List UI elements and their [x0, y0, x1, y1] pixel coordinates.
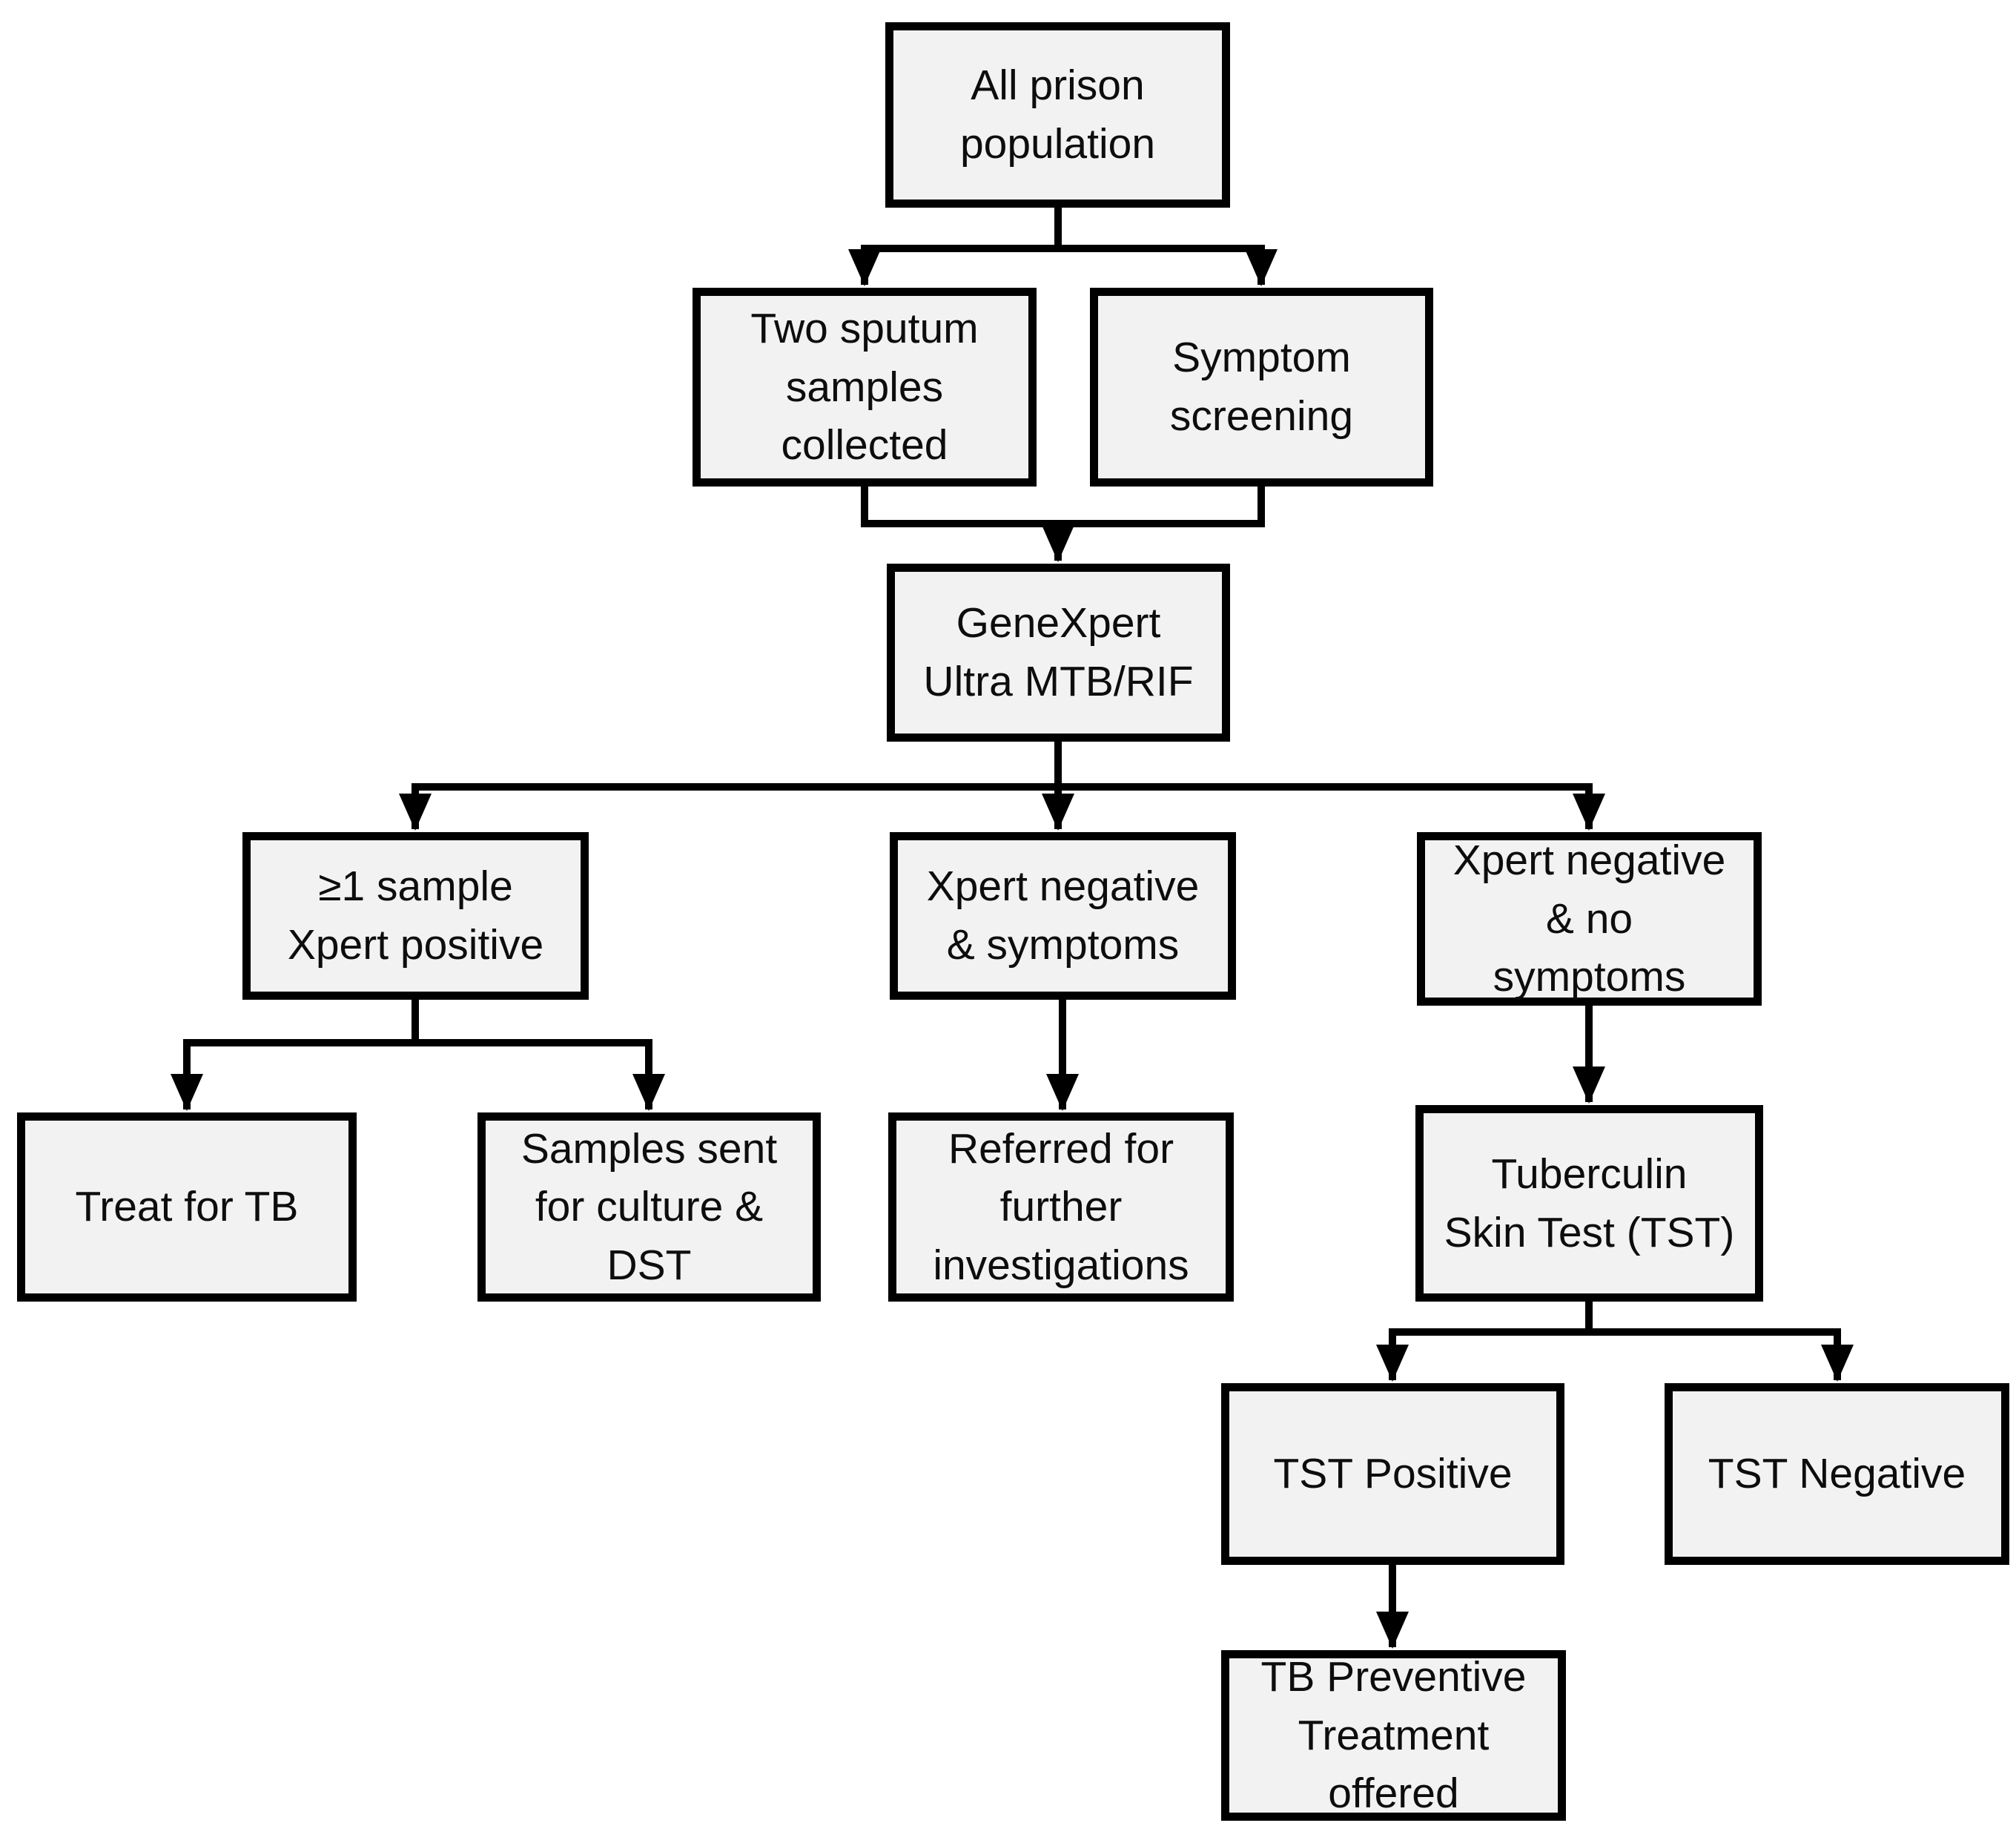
node-label-symptom-screening: Symptom screening [1169, 334, 1354, 440]
node-all-prison-population: All prison population [885, 22, 1230, 208]
node-two-sputum-samples: Two sputum samples collected [693, 288, 1037, 487]
node-label-two-sputum-samples: Two sputum samples collected [750, 305, 979, 469]
edge-genexpert-ultra-to-xpert-negative-no-symptoms [1054, 742, 1606, 831]
node-label-xpert-negative-no-symptoms: Xpert negative & no symptoms [1452, 837, 1726, 1001]
node-label-all-prison-population: All prison population [959, 62, 1156, 168]
node-label-xpert-positive: ≥1 sample Xpert positive [287, 863, 544, 969]
node-xpert-negative-no-symptoms: Xpert negative & no symptoms [1417, 832, 1762, 1006]
node-symptom-screening: Symptom screening [1090, 288, 1433, 487]
edge-two-sputum-samples-to-genexpert-ultra [861, 487, 1075, 562]
node-label-genexpert-ultra: GeneXpert Ultra MTB/RIF [923, 599, 1194, 705]
node-label-tuberculin-skin-test: Tuberculin Skin Test (TST) [1444, 1150, 1735, 1256]
edge-all-prison-population-to-two-sputum-samples [848, 208, 1062, 286]
node-samples-culture-dst: Samples sent for culture & DST [477, 1112, 821, 1302]
node-label-tst-negative: TST Negative [1708, 1450, 1966, 1498]
edge-symptom-screening-to-genexpert-ultra [1058, 487, 1265, 527]
node-treat-for-tb: Treat for TB [17, 1112, 357, 1302]
node-xpert-positive: ≥1 sample Xpert positive [242, 832, 589, 1000]
node-label-xpert-negative-symptoms: Xpert negative & symptoms [926, 863, 1200, 969]
node-genexpert-ultra: GeneXpert Ultra MTB/RIF [887, 564, 1230, 742]
edge-xpert-positive-to-treat-for-tb [171, 1000, 419, 1111]
node-xpert-negative-symptoms: Xpert negative & symptoms [890, 832, 1236, 1000]
edge-xpert-positive-to-samples-culture-dst [412, 1000, 666, 1111]
node-label-samples-culture-dst: Samples sent for culture & DST [520, 1124, 778, 1289]
node-tst-positive: TST Positive [1221, 1383, 1564, 1565]
edge-tuberculin-skin-test-to-tst-positive [1376, 1302, 1593, 1382]
node-label-tb-preventive-treatment: TB Preventive Treatment offered [1260, 1653, 1527, 1818]
node-label-tst-positive: TST Positive [1273, 1450, 1513, 1498]
edge-tuberculin-skin-test-to-tst-negative [1585, 1302, 1854, 1382]
node-tb-preventive-treatment: TB Preventive Treatment offered [1221, 1650, 1566, 1821]
node-label-referred-investigations: Referred for further investigations [933, 1124, 1189, 1289]
edge-genexpert-ultra-to-xpert-positive [399, 742, 1062, 831]
node-label-treat-for-tb: Treat for TB [75, 1183, 299, 1231]
node-tuberculin-skin-test: Tuberculin Skin Test (TST) [1415, 1105, 1763, 1302]
edge-all-prison-population-to-symptom-screening [1054, 208, 1278, 286]
node-tst-negative: TST Negative [1665, 1383, 2009, 1565]
node-referred-investigations: Referred for further investigations [888, 1112, 1234, 1302]
